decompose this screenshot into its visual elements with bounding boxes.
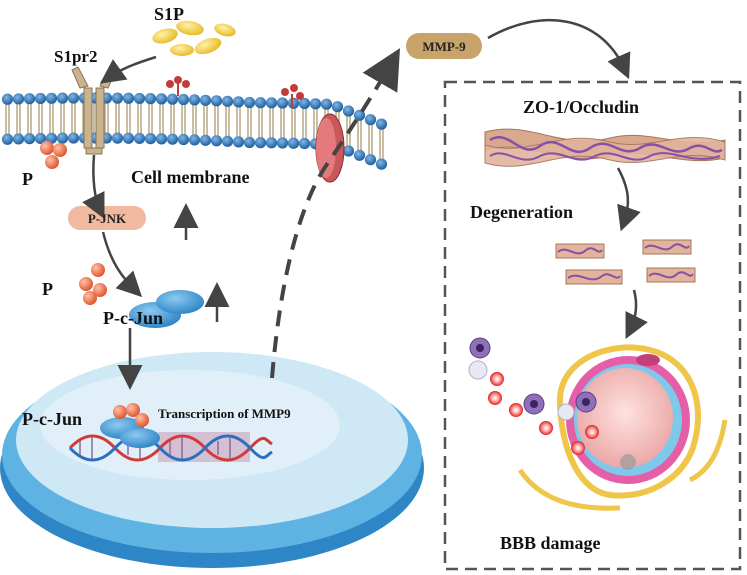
label-bbb-damage: BBB damage <box>500 533 601 553</box>
pcjun-cytoplasm-blobs <box>129 290 204 328</box>
label-phosphate-middle: P <box>42 279 53 299</box>
label-s1p: S1P <box>154 4 184 24</box>
pathway-arrows <box>82 55 230 390</box>
s1p-ligand-cluster <box>152 20 236 56</box>
mmp9-pill <box>406 33 482 59</box>
phosphate-cluster-top <box>40 141 67 169</box>
label-transcription: Transcription of MMP9 <box>158 406 291 421</box>
bbb-vessel-cross-section <box>517 344 728 511</box>
label-phosphate-top: P <box>22 169 33 189</box>
label-pjnk: P-JNK <box>88 211 127 226</box>
degenerated-fragments <box>555 239 696 285</box>
membrane-channel <box>315 113 345 183</box>
arrow-mmp9-to-tight-junction <box>487 19 631 80</box>
label-tight-junction: ZO-1/Occludin <box>523 97 639 117</box>
arrow-to-bbb <box>625 289 648 339</box>
label-cell-membrane: Cell membrane <box>131 167 249 187</box>
bbb-panel-box <box>443 80 742 571</box>
label-pcjun-nucleus: P-c-Jun <box>22 409 82 429</box>
nucleus <box>0 352 424 568</box>
tight-junction-strands <box>484 128 726 167</box>
label-degeneration: Degeneration <box>470 202 573 222</box>
label-mmp9: MMP-9 <box>422 39 466 54</box>
arrow-degeneration <box>616 167 641 232</box>
glycan-structures <box>166 76 304 108</box>
label-pcjun-cytoplasm: P-c-Jun <box>103 308 163 328</box>
blood-cells <box>488 372 599 455</box>
immune-cells <box>468 337 597 421</box>
label-s1pr2: S1pr2 <box>54 47 97 66</box>
dashed-arrow-mmp9 <box>270 48 401 379</box>
phosphate-cluster-middle <box>79 263 107 305</box>
pcjun-nucleus-complex <box>100 403 160 448</box>
